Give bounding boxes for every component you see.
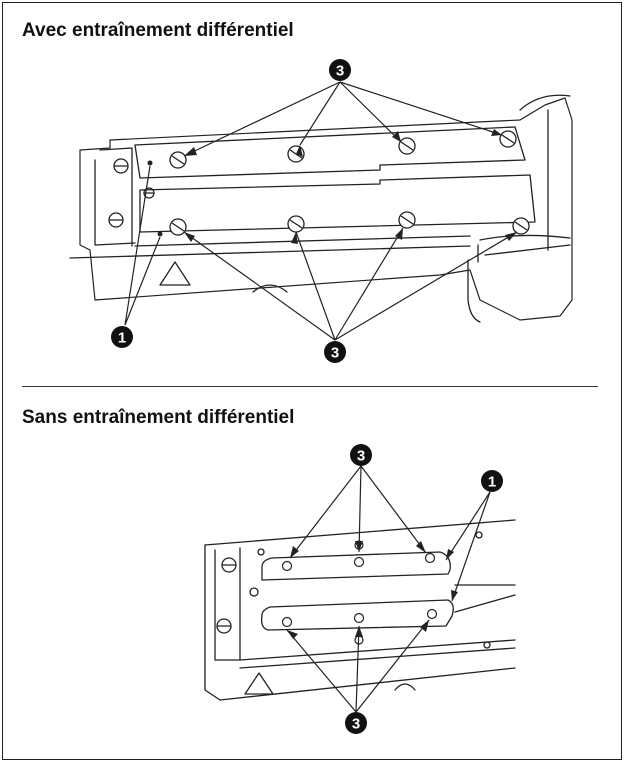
svg-text:1: 1 xyxy=(488,474,496,491)
section-divider xyxy=(22,386,598,387)
diagram-with-differential: 3 3 1 xyxy=(69,59,573,363)
callout-1: 1 xyxy=(111,326,133,348)
svg-text:3: 3 xyxy=(331,345,339,362)
svg-text:3: 3 xyxy=(357,448,365,465)
section-title-without-differential: Sans entraînement différentiel xyxy=(22,407,295,428)
svg-text:3: 3 xyxy=(336,63,344,80)
svg-text:3: 3 xyxy=(352,716,360,733)
callout-3-bottom-lower: 3 xyxy=(345,712,367,734)
svg-text:1: 1 xyxy=(118,330,126,347)
callout-3-top-lower: 3 xyxy=(350,444,372,466)
callout-3-top: 3 xyxy=(329,59,351,81)
section-title-with-differential: Avec entraînement différentiel xyxy=(22,20,294,41)
callout-3-bottom: 3 xyxy=(324,341,346,363)
callout-1-lower: 1 xyxy=(481,470,503,492)
